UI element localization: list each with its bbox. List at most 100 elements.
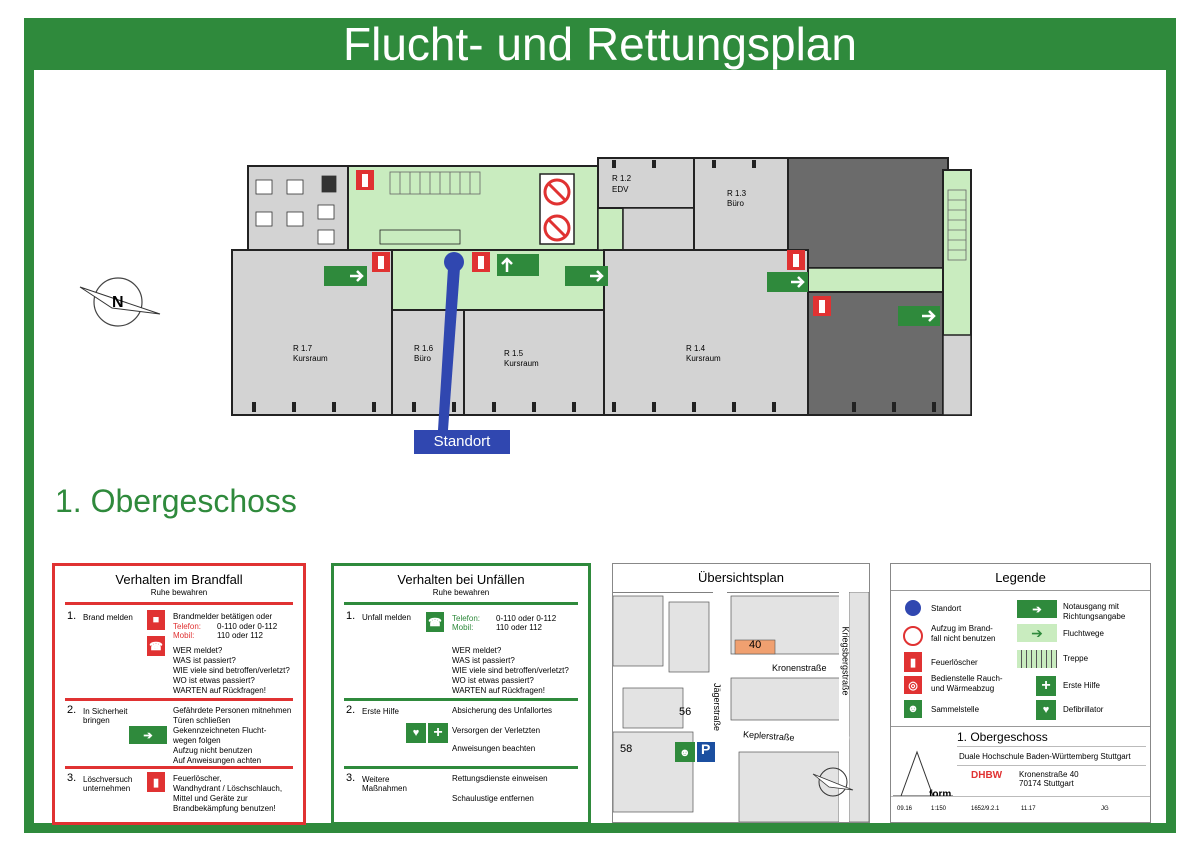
- legend-label: Feuerlöscher: [931, 658, 978, 667]
- building-outline: [231, 249, 393, 416]
- divider: [891, 726, 1150, 727]
- question: WIE viele sind betroffen/verletzt?: [173, 666, 290, 675]
- phone-icon: ☎: [426, 612, 444, 632]
- room-name: Büro: [414, 354, 431, 363]
- question: WARTEN auf Rückfragen!: [173, 686, 266, 695]
- question: WER meldet?: [452, 646, 502, 655]
- form-logo-text: form: [929, 789, 952, 800]
- divider: [344, 602, 578, 605]
- step-text: Feuerlöscher,: [173, 774, 222, 783]
- panel-title: Übersichtsplan: [698, 570, 784, 585]
- parking-icon: [697, 742, 715, 762]
- organization: Duale Hochschule Baden-Württemberg Stutt…: [959, 752, 1131, 761]
- room-name: Kursraum: [504, 359, 539, 368]
- fire-alarm-icon: ■: [147, 610, 165, 630]
- floor-plan: N: [79, 157, 972, 430]
- assembly-point-icon: ☻: [675, 742, 695, 762]
- north-arrow-icon: N: [79, 277, 161, 327]
- building-number: 58: [620, 743, 633, 755]
- legend-panel: Legende Standort Aufzug im Brand- fall n…: [890, 563, 1151, 823]
- unused-area-dark: [787, 157, 949, 269]
- phone-label: Telefon:: [452, 614, 481, 623]
- overview-map: ☻: [613, 592, 869, 822]
- step-text: Brandmelder betätigen oder: [173, 612, 273, 621]
- legend-floor: 1. Obergeschoss: [957, 730, 1048, 744]
- legend-label: Defibrillator: [1063, 705, 1104, 714]
- step-number: 3.: [67, 772, 77, 784]
- plan-title: Flucht- und Rettungsplan: [24, 18, 1176, 70]
- defibrillator-icon: ♥: [1036, 700, 1056, 720]
- divider: [65, 602, 293, 605]
- legend-label: Aufzug im Brand-: [931, 624, 993, 633]
- step-number: 2.: [346, 704, 356, 716]
- step-number: 1.: [346, 610, 356, 622]
- elevator-no-use-icon: [539, 173, 575, 245]
- first-aid-icon: +: [1036, 676, 1056, 696]
- legend-label: Standort: [931, 604, 962, 613]
- emergency-exit-icon: ➔: [129, 726, 167, 744]
- step-number: 2.: [67, 704, 77, 716]
- phone-value: 0-110 oder 0-112: [217, 622, 278, 631]
- footer-field: 1652/9.2.1: [971, 806, 1000, 812]
- divider: [344, 698, 578, 701]
- room-name: Kursraum: [686, 354, 721, 363]
- step-text: Türen schließen: [173, 716, 231, 725]
- pillars: [252, 160, 936, 412]
- frame-right: [1166, 18, 1176, 833]
- legend-label: Richtungsangabe: [1063, 612, 1126, 621]
- question: WAS ist passiert?: [173, 656, 236, 665]
- elevator-no-use-icon: [903, 626, 923, 646]
- mobile-label: Mobil:: [452, 623, 474, 632]
- footer-field: 09.16: [897, 806, 913, 812]
- footer-field: 1:150: [931, 806, 947, 812]
- standort-label: Standort: [414, 430, 510, 454]
- question: WER meldet?: [173, 646, 223, 655]
- standort-icon: [905, 600, 921, 616]
- accident-behavior-panel: Verhalten bei Unfällen Ruhe bewahren 1. …: [331, 563, 591, 825]
- panel-title: Verhalten bei Unfällen: [397, 572, 525, 587]
- panel-subtitle: Ruhe bewahren: [150, 588, 208, 597]
- svg-text:N: N: [112, 294, 124, 311]
- divider: [891, 796, 1150, 797]
- mobile-value: 110 oder 112: [217, 631, 263, 640]
- phone-value: 0-110 oder 0-112: [496, 614, 557, 623]
- frame-left: [24, 18, 34, 833]
- emergency-exit-sign-icon: [324, 254, 940, 326]
- step-label: Brand melden: [83, 613, 133, 622]
- standort-marker: [438, 252, 464, 430]
- legend-label: Bedienstelle Rauch-: [931, 674, 1003, 683]
- step-label: Löschversuch: [83, 775, 133, 784]
- legend-label: Fluchtwege: [1063, 629, 1104, 638]
- step-text: Auf Anweisungen achten: [173, 756, 262, 765]
- panel-title: Legende: [995, 570, 1046, 585]
- question: WO ist etwas passiert?: [173, 676, 255, 685]
- fire-extinguisher-icon: ▮: [147, 772, 165, 792]
- emergency-exit-icon: ➔: [1017, 600, 1057, 618]
- step-text: Mittel und Geräte zur: [173, 794, 248, 803]
- room-name: Büro: [727, 199, 744, 208]
- legend-label: und Wärmeabzug: [931, 684, 995, 693]
- step-number: 3.: [346, 772, 356, 784]
- footer-field: 11.17: [1021, 806, 1036, 812]
- step-number: 1.: [67, 610, 77, 622]
- mobile-value: 110 oder 112: [496, 623, 542, 632]
- street-label: Kronenstraße: [772, 663, 827, 673]
- assembly-point-icon: ☻: [904, 700, 922, 718]
- mobile-label: Mobil:: [173, 631, 195, 640]
- overview-map-panel: Übersichtsplan ☻: [612, 563, 870, 823]
- building-40-highlight: [734, 639, 776, 655]
- fire-extinguisher-icon: [356, 170, 831, 316]
- divider: [65, 698, 293, 701]
- room-id: R 1.3: [727, 189, 747, 198]
- step-text: wegen folgen: [173, 736, 221, 745]
- step-label: unternehmen: [83, 784, 131, 793]
- escape-route-icon: ➔: [1017, 624, 1057, 642]
- step-label: Maßnahmen: [362, 784, 407, 793]
- panel-subtitle: Ruhe bewahren: [432, 588, 490, 597]
- divider: [65, 766, 293, 769]
- defibrillator-icon: ♥: [406, 723, 426, 743]
- step-label: bringen: [83, 716, 110, 725]
- legend-label: Treppe: [1063, 654, 1089, 663]
- legend-label: Erste Hilfe: [1063, 681, 1100, 690]
